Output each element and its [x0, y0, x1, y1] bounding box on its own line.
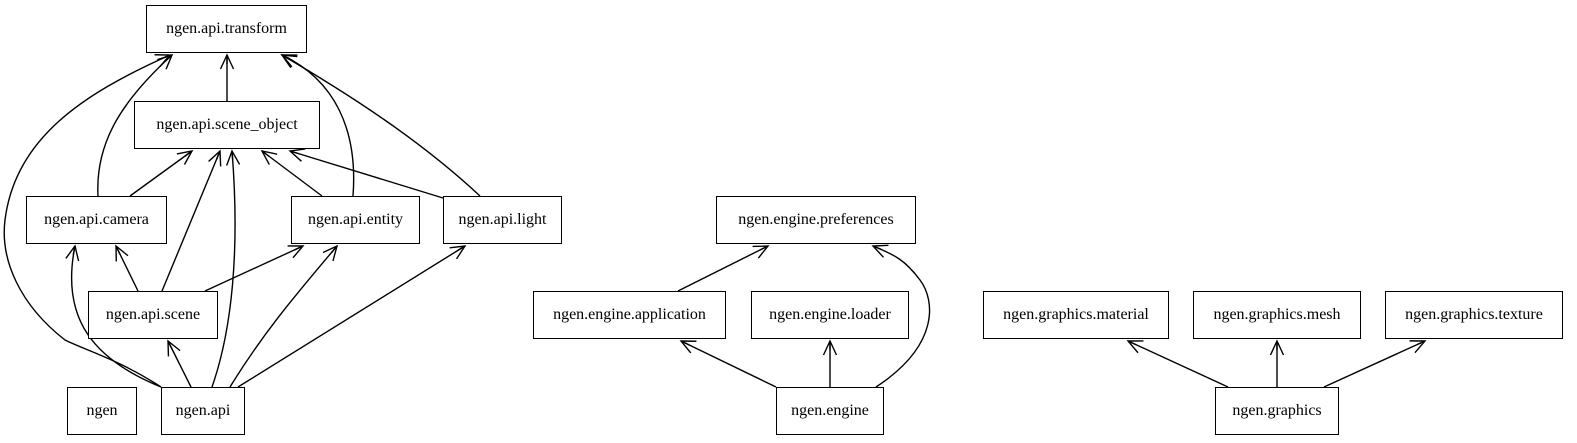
node-api-scene[interactable]: ngen.api.scene: [88, 291, 218, 339]
edge-line: [289, 150, 444, 199]
edge-arrowhead: [288, 148, 306, 162]
node-label: ngen.engine.application: [553, 306, 706, 323]
edge-api-to-api_scene: [167, 339, 192, 388]
node-engine[interactable]: ngen.engine: [776, 387, 884, 435]
edge-line: [229, 245, 338, 388]
edge-api_entity-to-api_scene_object: [280, 54, 481, 197]
node-label: ngen.graphics.texture: [1405, 306, 1543, 323]
node-label: ngen.engine.loader: [769, 306, 891, 323]
edge-api_scene-to-api_scene_object: [161, 149, 222, 292]
node-api-scene-object[interactable]: ngen.api.scene_object: [134, 101, 320, 149]
edge-arrowhead: [449, 245, 467, 260]
edge-arrowhead: [280, 54, 298, 69]
edge-line: [1127, 340, 1229, 388]
edge-graphics-to-graphics_texture: [1323, 340, 1427, 388]
node-label: ngen.graphics: [1232, 402, 1322, 419]
node-api-camera[interactable]: ngen.api.camera: [26, 196, 167, 244]
edge-api-to-api_transform: [3, 54, 172, 388]
node-label: ngen.graphics.material: [1003, 306, 1149, 323]
edge-line: [261, 150, 323, 197]
edge-arrowhead: [752, 245, 770, 259]
node-label: ngen.api.scene: [105, 306, 201, 323]
edge-api_light-to-api_transform: [288, 148, 444, 199]
node-graphics-texture[interactable]: ngen.graphics.texture: [1385, 291, 1563, 339]
node-api-transform[interactable]: ngen.api.transform: [146, 5, 307, 53]
edge-line: [97, 54, 173, 197]
edge-line: [281, 54, 481, 197]
edge-arrowhead: [1409, 340, 1427, 354]
edge-arrowhead: [322, 244, 339, 262]
edge-line: [211, 150, 236, 388]
node-label: ngen.graphics.mesh: [1213, 306, 1341, 323]
edge-arrowhead: [1269, 339, 1285, 356]
edge-line: [237, 245, 466, 388]
node-label: ngen.api: [175, 402, 231, 419]
edge-api_light-to-api_scene_object: [260, 150, 323, 197]
edge-api_scene_object-to-api_transform: [219, 53, 235, 101]
node-label: ngen.api.camera: [44, 211, 149, 228]
edge-arrowhead: [208, 149, 222, 167]
node-label: ngen.api.scene_object: [156, 116, 298, 133]
edge-api_scene-to-api_camera: [115, 244, 139, 292]
edge-line: [1323, 340, 1426, 388]
node-api-light[interactable]: ngen.api.light: [443, 196, 562, 244]
edge-line: [70, 245, 162, 388]
node-graphics[interactable]: ngen.graphics: [1215, 387, 1339, 435]
edge-api-to-api_camera: [65, 244, 162, 388]
edge-arrowhead: [225, 149, 241, 166]
node-graphics-mesh[interactable]: ngen.graphics.mesh: [1193, 291, 1361, 339]
edge-graphics-to-graphics_mesh: [1269, 339, 1285, 387]
node-engine-preferences[interactable]: ngen.engine.preferences: [716, 196, 916, 244]
edge-engine-to-engine_application: [679, 340, 777, 388]
edge-arrowhead: [176, 150, 194, 165]
edge-arrowhead: [679, 340, 697, 354]
node-engine-loader[interactable]: ngen.engine.loader: [751, 291, 909, 339]
edge-arrowhead: [154, 54, 172, 68]
node-label: ngen.api.light: [458, 211, 547, 228]
node-api-entity[interactable]: ngen.api.entity: [291, 196, 420, 244]
edge-line: [129, 150, 193, 197]
edge-api_scene-to-api_entity: [204, 245, 305, 292]
edge-arrowhead: [115, 244, 129, 262]
node-label: ngen.api.entity: [307, 211, 404, 228]
edge-arrowhead: [260, 150, 278, 165]
edge-arrowhead: [219, 53, 235, 70]
edge-api-to-api_light: [237, 245, 467, 388]
edge-line: [872, 245, 931, 388]
edge-api-to-api_entity: [229, 244, 339, 388]
edge-arrowhead: [287, 245, 305, 259]
edge-arrowhead: [167, 339, 181, 357]
edge-api_camera-to-api_scene_object: [129, 150, 194, 197]
node-graphics-material[interactable]: ngen.graphics.material: [983, 291, 1169, 339]
edge-line: [3, 54, 171, 388]
edge-engine-to-engine_preferences: [871, 244, 931, 388]
edge-arrowhead: [65, 244, 80, 262]
edge-api-to-api_scene_object: [211, 149, 241, 388]
node-ngen[interactable]: ngen: [67, 387, 137, 435]
node-api[interactable]: ngen.api: [161, 387, 245, 435]
node-engine-application[interactable]: ngen.engine.application: [533, 291, 726, 339]
edge-line: [680, 340, 777, 388]
edge-engine-to-engine_loader: [822, 339, 838, 387]
edge-line: [161, 150, 221, 292]
edge-line: [677, 245, 769, 292]
node-label: ngen: [86, 402, 118, 419]
edge-arrowhead: [822, 339, 838, 356]
node-label: ngen.api.transform: [166, 20, 287, 37]
edge-arrowhead: [871, 244, 889, 258]
edge-graphics-to-graphics_material: [1126, 340, 1229, 388]
edge-arrowhead: [1126, 340, 1144, 354]
node-label: ngen.engine: [791, 402, 869, 419]
node-label: ngen.engine.preferences: [738, 211, 894, 228]
edge-line: [204, 245, 304, 292]
edge-engine_application-to-engine_preferences: [677, 245, 770, 292]
